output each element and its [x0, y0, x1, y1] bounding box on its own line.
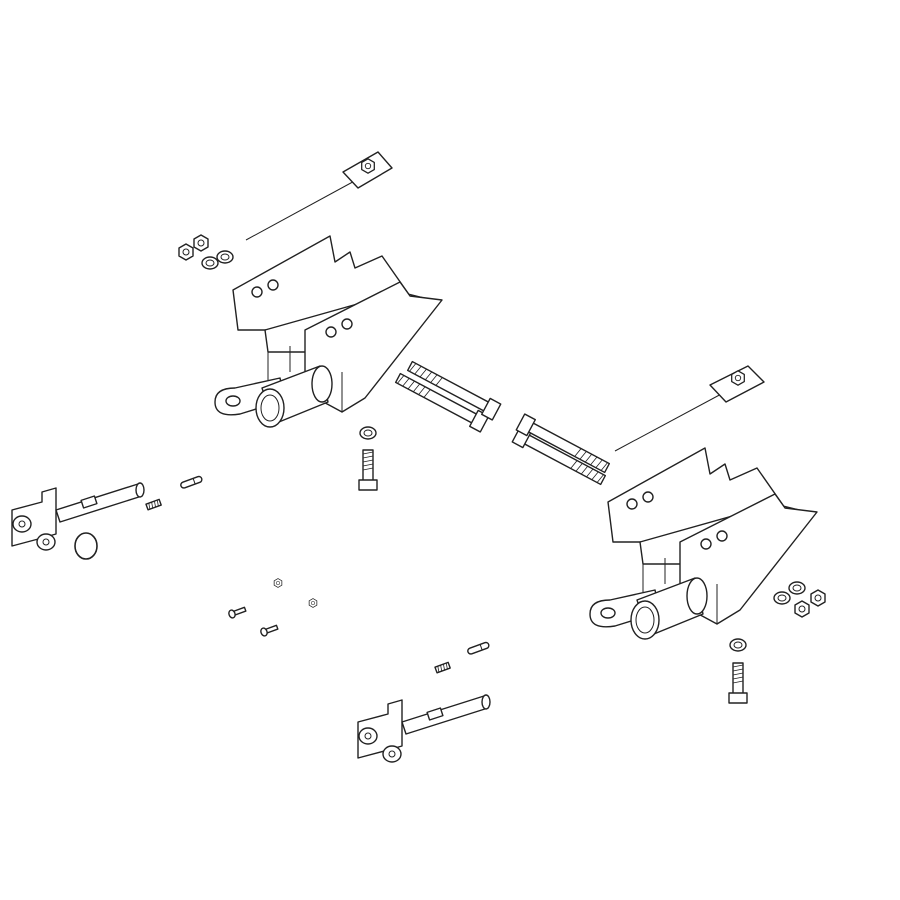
bracket-assembly-left	[214, 235, 443, 428]
wire-tag-right	[614, 365, 765, 452]
clevis-pin-assembly-lower	[357, 640, 491, 763]
wire-tag-left	[245, 151, 393, 241]
long-bolts-left	[393, 357, 502, 433]
washer-bolt-right	[728, 638, 748, 704]
small-screws-nuts	[227, 578, 318, 638]
nuts-washers-right	[773, 581, 826, 618]
clevis-pin-assembly-left	[11, 474, 204, 560]
washer-bolt-left	[358, 426, 378, 491]
nuts-washers-left	[178, 234, 234, 270]
long-bolts-right	[511, 413, 612, 489]
bracket-assembly-right	[589, 447, 818, 640]
